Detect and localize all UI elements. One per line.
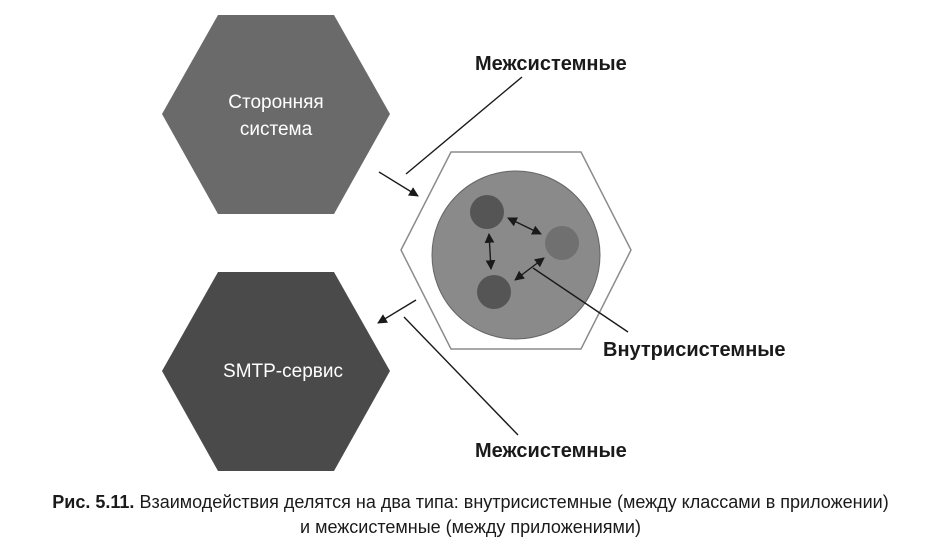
- class-node-3: [477, 275, 511, 309]
- caption-text-1: Взаимодействия делятся на два типа: внут…: [139, 492, 889, 512]
- smtp-service-hexagon: [162, 272, 390, 471]
- intra-leader: [532, 267, 629, 333]
- third-party-system-label-2: система: [240, 119, 313, 140]
- intra-arrow-1-3: [484, 233, 496, 270]
- class-node-2: [545, 226, 579, 260]
- inter-arrow-in: [378, 171, 419, 197]
- inter-system-label-top: Межсистемные: [475, 53, 627, 75]
- application-core-circle: [431, 170, 601, 340]
- inter-arrow-out: [377, 299, 417, 324]
- inter-bottom-leader: [403, 316, 519, 436]
- smtp-service-label: SMTP-сервис: [223, 361, 343, 382]
- caption-line-1: Рис. 5.11. Взаимодействия делятся на два…: [0, 490, 941, 515]
- interaction-diagram: Сторонняя система SMTP-сервис Межсистемн…: [162, 15, 785, 471]
- third-party-system-label: Сторонняя: [228, 92, 323, 113]
- inter-system-label-bottom: Межсистемные: [475, 440, 627, 462]
- caption-line-2: и межсистемные (между приложениями): [300, 517, 641, 537]
- intra-system-label: Внутрисистемные: [603, 339, 785, 361]
- intra-arrow-3-2: [514, 257, 545, 281]
- class-node-1: [470, 195, 504, 229]
- third-party-system-hexagon: [162, 15, 390, 214]
- inter-top-leader: [405, 76, 523, 175]
- figure-number: Рис. 5.11.: [52, 492, 135, 512]
- figure-caption: Рис. 5.11. Взаимодействия делятся на два…: [0, 490, 941, 540]
- intra-arrow-1-2: [507, 217, 542, 235]
